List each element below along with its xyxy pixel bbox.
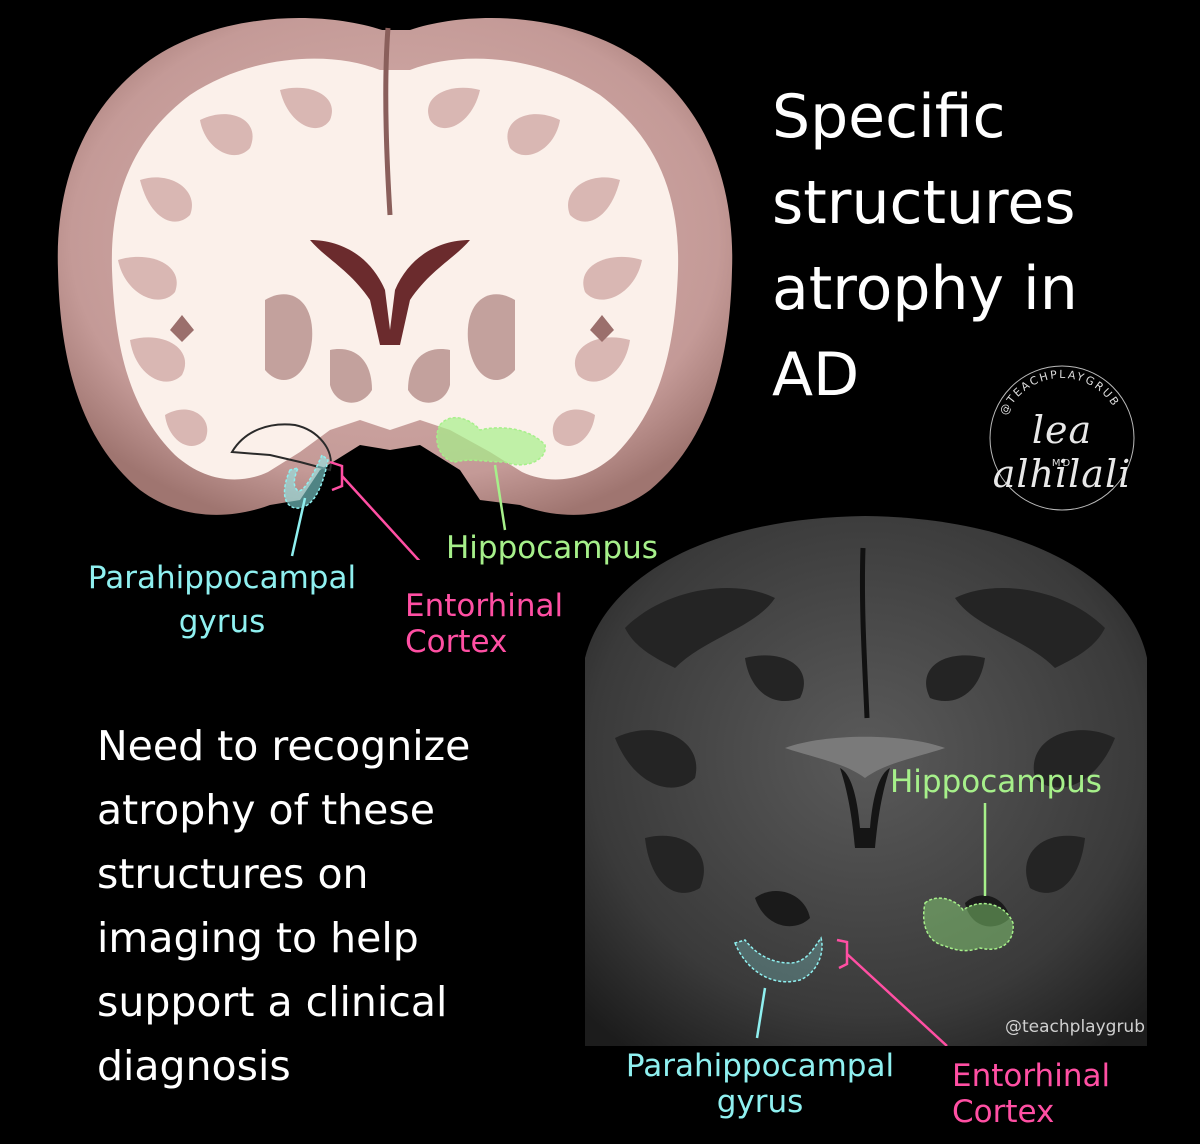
deep-gray-matter	[265, 294, 515, 403]
left-temporal-outline	[230, 423, 332, 472]
signature-ring: @TEACHPLAYGRUB	[989, 365, 1135, 511]
lateral-ventricles	[310, 240, 470, 345]
mri-image	[585, 516, 1147, 1046]
mri-entorhinal-line1: Entorhinal	[952, 1058, 1111, 1094]
illus-parahippocampal-line1: Parahippocampal	[87, 560, 357, 596]
entorhinal-leader	[341, 475, 421, 560]
watermark: @teachplaygrub	[1005, 1017, 1146, 1037]
signature-logo: @TEACHPLAYGRUB lea alhilali MD	[962, 338, 1162, 538]
brain-illustration	[57, 18, 733, 560]
mri-entorhinal-leader	[846, 953, 948, 1046]
body-line-5: support a clinical	[97, 978, 448, 1026]
body-line-1: Need to recognize	[97, 722, 471, 770]
title-line-4: AD	[772, 340, 860, 410]
mri-ventricles	[840, 768, 890, 848]
mri-parahippocampal-label: Parahippocampal gyrus	[598, 1048, 922, 1120]
mri-hippocampus-label: Hippocampus	[890, 764, 1102, 800]
mri-parahippocampal-line2: gyrus	[716, 1084, 804, 1120]
parahippocampal-leader	[290, 497, 307, 557]
gyri-folds	[118, 87, 642, 446]
hippocampus-leader	[493, 464, 507, 531]
illus-parahippocampal-label: Parahippocampal gyrus	[56, 560, 388, 640]
mri-gray-matter	[615, 588, 1115, 893]
mri-temporal-horns	[755, 890, 1010, 927]
mri-hippocampus-highlight	[923, 897, 1014, 952]
parahippocampal-gyrus-highlight	[283, 453, 329, 509]
illus-entorhinal-label: Entorhinal Cortex	[405, 588, 563, 660]
title-line-3: atrophy in	[772, 254, 1078, 324]
mri-entorhinal-line2: Cortex	[952, 1094, 1055, 1130]
mri-parahippocampal-leader	[755, 987, 767, 1039]
brain-white-matter	[111, 58, 679, 480]
mri-entorhinal-label: Entorhinal Cortex	[952, 1058, 1110, 1130]
body-line-2: atrophy of these	[97, 786, 435, 834]
body-line-3: structures on	[97, 850, 369, 898]
signature-name: lea alhilali	[992, 408, 1132, 496]
interhemispheric-fissure	[383, 27, 393, 216]
body-line-6: diagnosis	[97, 1042, 291, 1090]
illus-entorhinal-line2: Cortex	[405, 624, 508, 660]
mri-parahippocampal-line1: Parahippocampal	[625, 1048, 895, 1084]
body-line-4: imaging to help	[97, 914, 419, 962]
hippocampus-highlight	[436, 416, 546, 466]
mri-parahippocampal-highlight	[733, 936, 823, 983]
mri-corpus-callosum	[785, 736, 945, 778]
entorhinal-bracket	[329, 460, 344, 492]
title-line-2: structures	[772, 168, 1076, 238]
title-line-1: Specific	[772, 82, 1006, 152]
illus-entorhinal-line1: Entorhinal	[405, 588, 564, 624]
insula-marks	[170, 315, 614, 342]
signature-suffix: MD	[1051, 458, 1073, 469]
illus-parahippocampal-line2: gyrus	[178, 604, 266, 640]
mri-entorhinal-bracket	[836, 938, 849, 970]
mri-midline	[859, 547, 870, 719]
illus-hippocampus-label: Hippocampus	[446, 530, 658, 566]
